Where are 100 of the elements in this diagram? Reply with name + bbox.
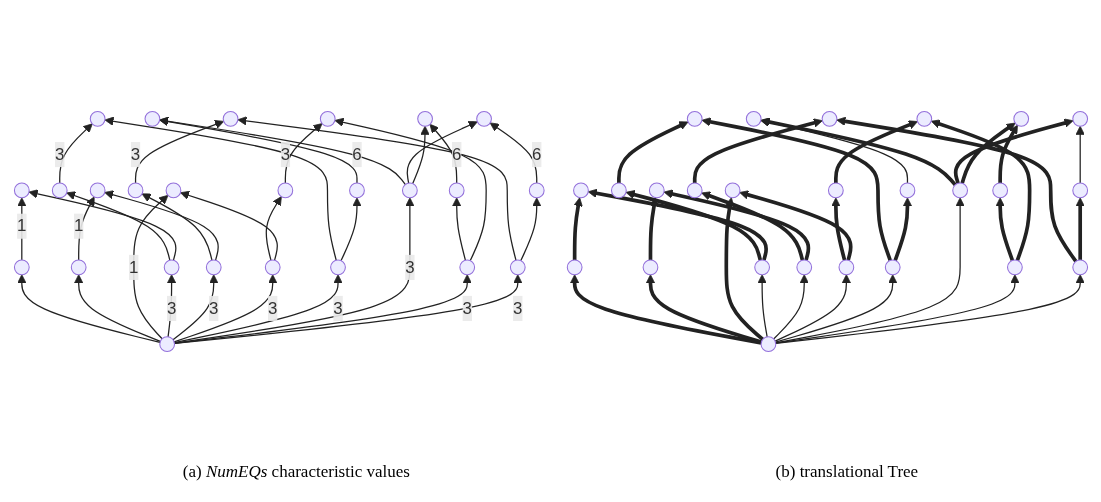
node-circle: [642, 258, 658, 275]
node-circle: [348, 182, 365, 198]
arrow: [645, 273, 762, 344]
arrow: [892, 196, 912, 261]
node-circle: [509, 258, 526, 275]
arrow: [587, 188, 768, 261]
arrow: [16, 196, 26, 261]
node-circle: [884, 258, 901, 275]
node-circle: [416, 110, 433, 127]
arrow: [519, 196, 541, 261]
node-circle: [1006, 258, 1023, 275]
node-circle: [827, 182, 844, 198]
node-circle: [401, 182, 418, 198]
edge-label: 3: [130, 144, 140, 163]
arrow: [663, 188, 810, 261]
arrow: [1075, 196, 1085, 260]
arrow: [833, 119, 918, 183]
node-circle: [458, 258, 475, 275]
arrow: [171, 273, 218, 340]
arrow: [451, 196, 466, 261]
node-circle: [205, 258, 222, 275]
edge-label: 6: [351, 144, 362, 163]
arrow: [134, 119, 224, 184]
node-circle: [144, 110, 160, 127]
node-circle: [760, 335, 776, 352]
node-circle: [821, 110, 837, 127]
arrow: [489, 122, 537, 184]
edge-label: 3: [404, 257, 415, 276]
node-circle: [991, 182, 1008, 198]
arrow: [692, 117, 823, 183]
arrow: [723, 196, 764, 341]
arrow: [774, 273, 1085, 344]
node-circle: [572, 182, 589, 198]
edge-label: 3: [280, 144, 290, 163]
node-circle: [686, 110, 703, 127]
arrow: [774, 273, 1020, 344]
arrow: [701, 116, 892, 261]
arrow: [625, 189, 762, 261]
arrow: [173, 196, 414, 344]
node-circle: [276, 182, 293, 198]
arrow: [930, 118, 1031, 261]
node-circle: [648, 182, 665, 198]
node-circle: [795, 258, 812, 275]
arrow: [760, 116, 957, 186]
node-circle: [70, 258, 87, 275]
arrow: [173, 273, 277, 342]
edge-label: 3: [512, 298, 522, 317]
arrow: [173, 273, 343, 343]
arrow: [103, 189, 219, 261]
node-circle: [951, 182, 968, 198]
arrow: [179, 190, 278, 261]
node-circle: [1071, 182, 1088, 198]
edge-label: 3: [462, 298, 472, 317]
node-circle: [51, 182, 68, 198]
arrow: [830, 196, 846, 261]
node-circle: [264, 258, 281, 275]
node-circle: [724, 182, 741, 198]
node-circle: [475, 110, 492, 127]
node-circle: [915, 110, 932, 127]
node-circle: [566, 258, 583, 275]
caption: (a) NumEQs characteristic values: [182, 462, 410, 483]
edge-label: 1: [16, 216, 26, 235]
node-circle: [127, 182, 143, 198]
node-circle: [13, 258, 30, 275]
node-circle: [1071, 110, 1088, 127]
arrow: [995, 196, 1014, 261]
arrow: [166, 273, 176, 337]
arrow: [411, 125, 430, 184]
arrow: [953, 118, 1073, 184]
arrow: [835, 116, 1077, 262]
arrow: [104, 116, 337, 261]
arrow: [774, 273, 851, 342]
node-circle: [837, 258, 854, 275]
node-circle: [165, 182, 181, 198]
edge-label: 3: [208, 298, 218, 317]
edge-label: 6: [531, 144, 541, 163]
arrow: [757, 273, 768, 338]
node-circle: [89, 182, 106, 198]
edge-label: 6: [451, 144, 461, 163]
arrow: [16, 273, 161, 343]
node-circle: [610, 182, 627, 198]
node-circle: [686, 182, 703, 198]
node-circle: [319, 110, 336, 127]
arrow: [141, 192, 213, 261]
node-circle: [528, 182, 545, 198]
node-circle: [329, 258, 346, 275]
arrow: [265, 195, 282, 261]
node-circle: [1012, 110, 1029, 127]
edge-label: 1: [128, 257, 138, 276]
node-circle: [13, 182, 30, 198]
arrow: [334, 117, 487, 261]
node-circle: [89, 110, 106, 127]
edge-label: 1: [73, 216, 83, 235]
arrow: [774, 273, 897, 343]
edge-label: 3: [267, 298, 277, 317]
edge-label: 3: [332, 298, 343, 317]
edge-label: 3: [54, 144, 64, 163]
arrow: [572, 196, 583, 260]
node-circle: [753, 258, 770, 275]
caption: (b) translational Tree: [775, 462, 919, 483]
